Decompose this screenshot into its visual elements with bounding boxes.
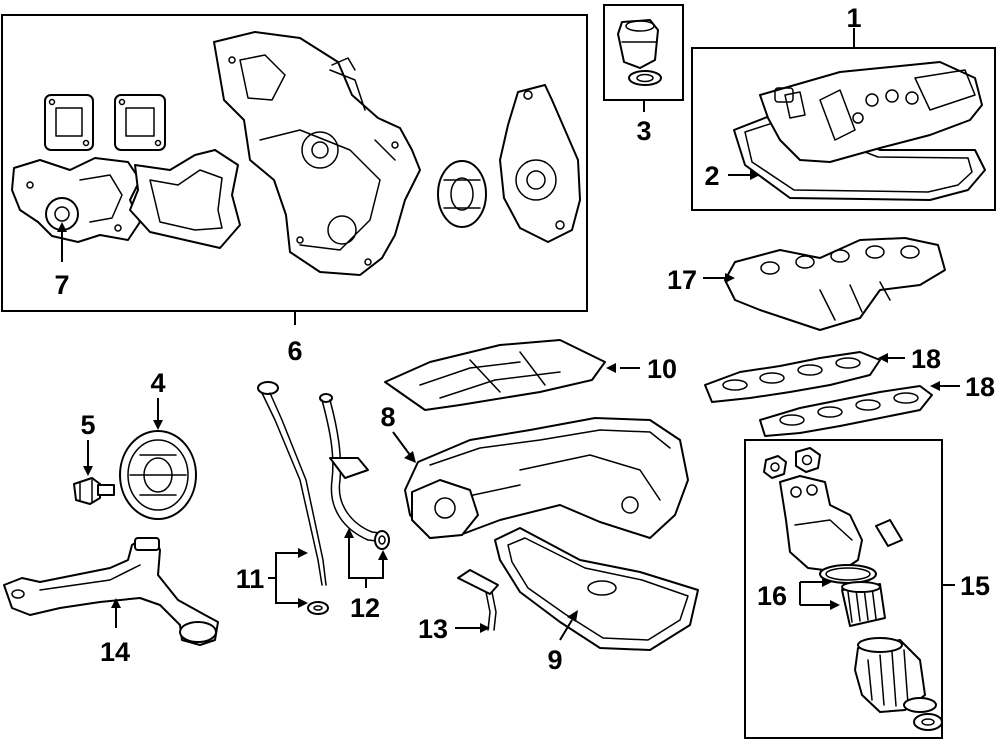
timing-chain-cover-small: [129, 149, 241, 249]
callout-18-upper: 18: [911, 344, 941, 374]
arrow-13: [480, 623, 490, 633]
filter-cap-o-ring: [903, 697, 937, 713]
callout-3: 3: [636, 116, 651, 146]
filter-housing-o-ring: [819, 564, 877, 584]
callout-16: 16: [757, 581, 787, 611]
oil-strainer: [3, 537, 219, 646]
arrow-12b: [378, 550, 388, 560]
callout-13: 13: [418, 614, 448, 644]
leader-16-bracket: [799, 581, 830, 606]
intake-gasket-lower: [759, 385, 933, 437]
valve-cover: [759, 61, 983, 163]
valve-cover-group-box: [691, 47, 996, 211]
callout-7: 7: [54, 270, 69, 300]
water-pump: [11, 157, 141, 243]
dipstick-seal: [307, 601, 329, 615]
oil-baffle-plate: [384, 339, 606, 411]
callout-2: 2: [704, 161, 719, 191]
arrow-16a: [822, 577, 832, 587]
callout-15: 15: [960, 571, 990, 601]
arrow-8: [404, 451, 416, 463]
callout-14: 14: [100, 637, 130, 667]
intake-gasket-upper: [704, 351, 881, 403]
arrow-17: [725, 273, 735, 283]
crankshaft-sprocket: [437, 160, 487, 228]
callout-11: 11: [236, 564, 265, 594]
dipstick-tube: [319, 393, 387, 543]
callout-18-lower: 18: [965, 372, 995, 402]
leader-9: [559, 619, 573, 641]
pulley-bolt: [73, 477, 115, 505]
arrow-2: [750, 170, 760, 180]
oil-strainer-bracket: [457, 569, 499, 631]
arrow-4: [153, 420, 163, 430]
leader-11-bracket: [275, 552, 298, 604]
oil-pump: [499, 84, 581, 243]
oil-filter-element: [841, 581, 886, 627]
arrow-18a: [878, 353, 888, 363]
filter-housing-nut-2: [795, 447, 821, 473]
arrow-14: [111, 598, 121, 608]
callout-4: 4: [150, 368, 165, 398]
oil-filler-cap-gasket: [628, 70, 662, 86]
crankshaft-pulley: [119, 430, 197, 520]
oil-filler-cap: [617, 19, 659, 69]
upper-oil-pan: [404, 417, 689, 539]
callout-10: 10: [647, 354, 677, 384]
oil-filter-cap: [854, 637, 926, 713]
arrow-9: [567, 610, 578, 622]
filter-housing-nut-1: [763, 455, 787, 479]
oil-filter-housing: [779, 475, 863, 573]
callout-8: 8: [380, 402, 395, 432]
callout-9: 9: [547, 645, 562, 675]
timing-cover: [213, 31, 421, 276]
arrow-18b: [930, 381, 940, 391]
water-pump-gasket-1: [44, 94, 94, 151]
callout-1: 1: [846, 3, 861, 33]
filter-housing-stud: [875, 519, 903, 547]
callout-17: 17: [667, 265, 697, 295]
arrow-7: [57, 222, 67, 232]
callout-5: 5: [80, 410, 95, 440]
arrow-5: [83, 466, 93, 476]
filter-drain-plug: [913, 713, 943, 731]
arrow-12a: [344, 528, 354, 538]
arrow-11a: [298, 548, 308, 558]
arrow-16b: [830, 600, 840, 610]
dipstick-tube-seal: [374, 530, 390, 550]
arrow-10: [606, 363, 616, 373]
lower-oil-pan: [494, 527, 699, 651]
callout-6: 6: [287, 336, 302, 366]
water-pump-gasket-2: [114, 94, 166, 151]
leader-8: [392, 431, 411, 456]
oil-dipstick: [257, 381, 327, 586]
intake-manifold: [724, 237, 946, 331]
arrow-11b: [298, 598, 308, 608]
callout-12: 12: [350, 593, 380, 623]
oil-filter-group-box: [744, 439, 943, 739]
